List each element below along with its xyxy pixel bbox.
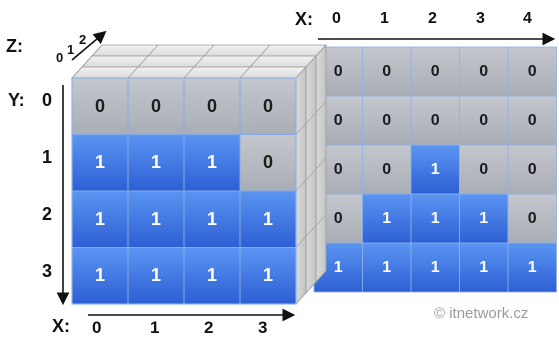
cube-side-gridline (295, 214, 327, 248)
front-grid-cell (239, 77, 297, 135)
cube-top-gridline (183, 44, 215, 79)
back-grid-value: 0 (382, 111, 392, 129)
front-grid-cell (71, 77, 129, 135)
back-grid-cell (507, 95, 557, 146)
back-grid-value: 0 (479, 160, 489, 178)
front-grid-value: 0 (150, 95, 161, 116)
back-grid-value: 1 (479, 209, 489, 227)
back-grid-value: 0 (527, 209, 537, 227)
y-tick: 1 (42, 147, 53, 167)
cube-top-gridline (127, 44, 159, 79)
front-grid-value: 1 (94, 265, 105, 286)
back-grid-cell (410, 46, 460, 97)
front-x-axis-label: X: (52, 316, 70, 336)
back-grid-value: 0 (382, 62, 392, 80)
y-tick: 3 (42, 261, 53, 281)
front-grid-cell (183, 247, 241, 305)
front-grid-value: 1 (206, 208, 217, 229)
front-grid-cell (183, 134, 241, 192)
back-grid-value: 0 (527, 111, 537, 129)
y-tick: 0 (42, 90, 53, 110)
front-grid-cell (127, 247, 185, 305)
back-x-tick: 0 (332, 10, 341, 27)
axes (56, 30, 556, 322)
back-grid-value: 0 (382, 160, 392, 178)
back-grid-cell (410, 242, 460, 293)
front-grid-value: 0 (262, 152, 273, 173)
back-grid-value: 1 (430, 209, 440, 227)
back-grid-value: 0 (430, 62, 440, 80)
cube-3d (71, 43, 327, 306)
front-grid-value: 1 (262, 208, 273, 229)
back-grid-cell (410, 95, 460, 146)
back-x-tick: 3 (476, 10, 485, 27)
front-grid-cell (239, 247, 297, 305)
y-axis-label: Y: (8, 90, 25, 110)
watermark: © itnetwork.cz (434, 305, 529, 322)
z-tick: 1 (67, 42, 75, 57)
back-x-tick: 2 (428, 10, 437, 27)
front-grid-cell (71, 134, 129, 192)
back-grid-value: 0 (430, 111, 440, 129)
back-grid-value: 0 (333, 160, 343, 178)
back-grid-cell (459, 193, 509, 244)
cube-side-gridline (295, 157, 327, 192)
z-tick: 0 (56, 50, 64, 65)
cube-top-gridline (239, 44, 271, 79)
y-tick: 2 (42, 204, 53, 224)
cube-side-gridline (295, 101, 327, 135)
back-grid-value: 1 (430, 160, 440, 178)
back-grid-value: 1 (382, 258, 392, 276)
back-grid-value: 0 (527, 62, 537, 80)
back-grid-value: 1 (527, 258, 537, 276)
front-grid-value: 1 (150, 265, 161, 286)
back-grid-cell (507, 193, 557, 244)
back-x-axis-label: X: (295, 9, 313, 29)
front-grid-value: 1 (94, 152, 105, 173)
back-grid-cell (362, 242, 412, 293)
back-grid-cell (362, 46, 412, 97)
back-grid-cell (410, 193, 460, 244)
cube-top-gridline (71, 44, 103, 79)
back-grid-cell (362, 144, 412, 195)
front-grid-value: 1 (150, 208, 161, 229)
back-x-tick: 1 (380, 10, 389, 27)
front-x-tick: 2 (204, 318, 214, 337)
back-grid-value: 0 (479, 111, 489, 129)
front-x-tick: 0 (92, 318, 102, 337)
back-grid-value: 1 (479, 258, 489, 276)
front-x-tick: 3 (258, 318, 268, 337)
back-grid-value: 1 (382, 209, 392, 227)
back-grid-value: 0 (479, 62, 489, 80)
back-grid-value: 0 (333, 62, 343, 80)
back-grid-value: 0 (333, 111, 343, 129)
back-grid-value: 0 (333, 209, 343, 227)
front-grid-value: 1 (262, 265, 273, 286)
back-grid-value: 0 (527, 160, 537, 178)
front-grid-value: 1 (94, 208, 105, 229)
z-tick: 2 (79, 32, 87, 47)
back-grid-2d (313, 46, 557, 293)
front-x-tick: 1 (150, 318, 160, 337)
front-face-border (71, 77, 297, 305)
front-grid-value: 1 (206, 152, 217, 173)
z-axis-arrow (71, 30, 107, 61)
z-axis-label: Z: (6, 36, 23, 56)
front-grid-cell (71, 190, 129, 248)
front-grid-value: 1 (206, 265, 217, 286)
front-grid-value: 0 (262, 95, 273, 116)
front-grid-cell (239, 134, 297, 192)
front-grid-value: 1 (150, 152, 161, 173)
front-grid-value: 0 (94, 95, 105, 116)
front-grid-value: 0 (206, 95, 217, 116)
back-grid-cell (459, 144, 509, 195)
front-grid-cell (183, 190, 241, 248)
back-grid-value: 1 (333, 258, 343, 276)
back-x-tick: 4 (523, 10, 532, 27)
back-grid-cell (362, 193, 412, 244)
back-grid-value: 1 (430, 258, 440, 276)
back-grid-cell (507, 242, 557, 293)
